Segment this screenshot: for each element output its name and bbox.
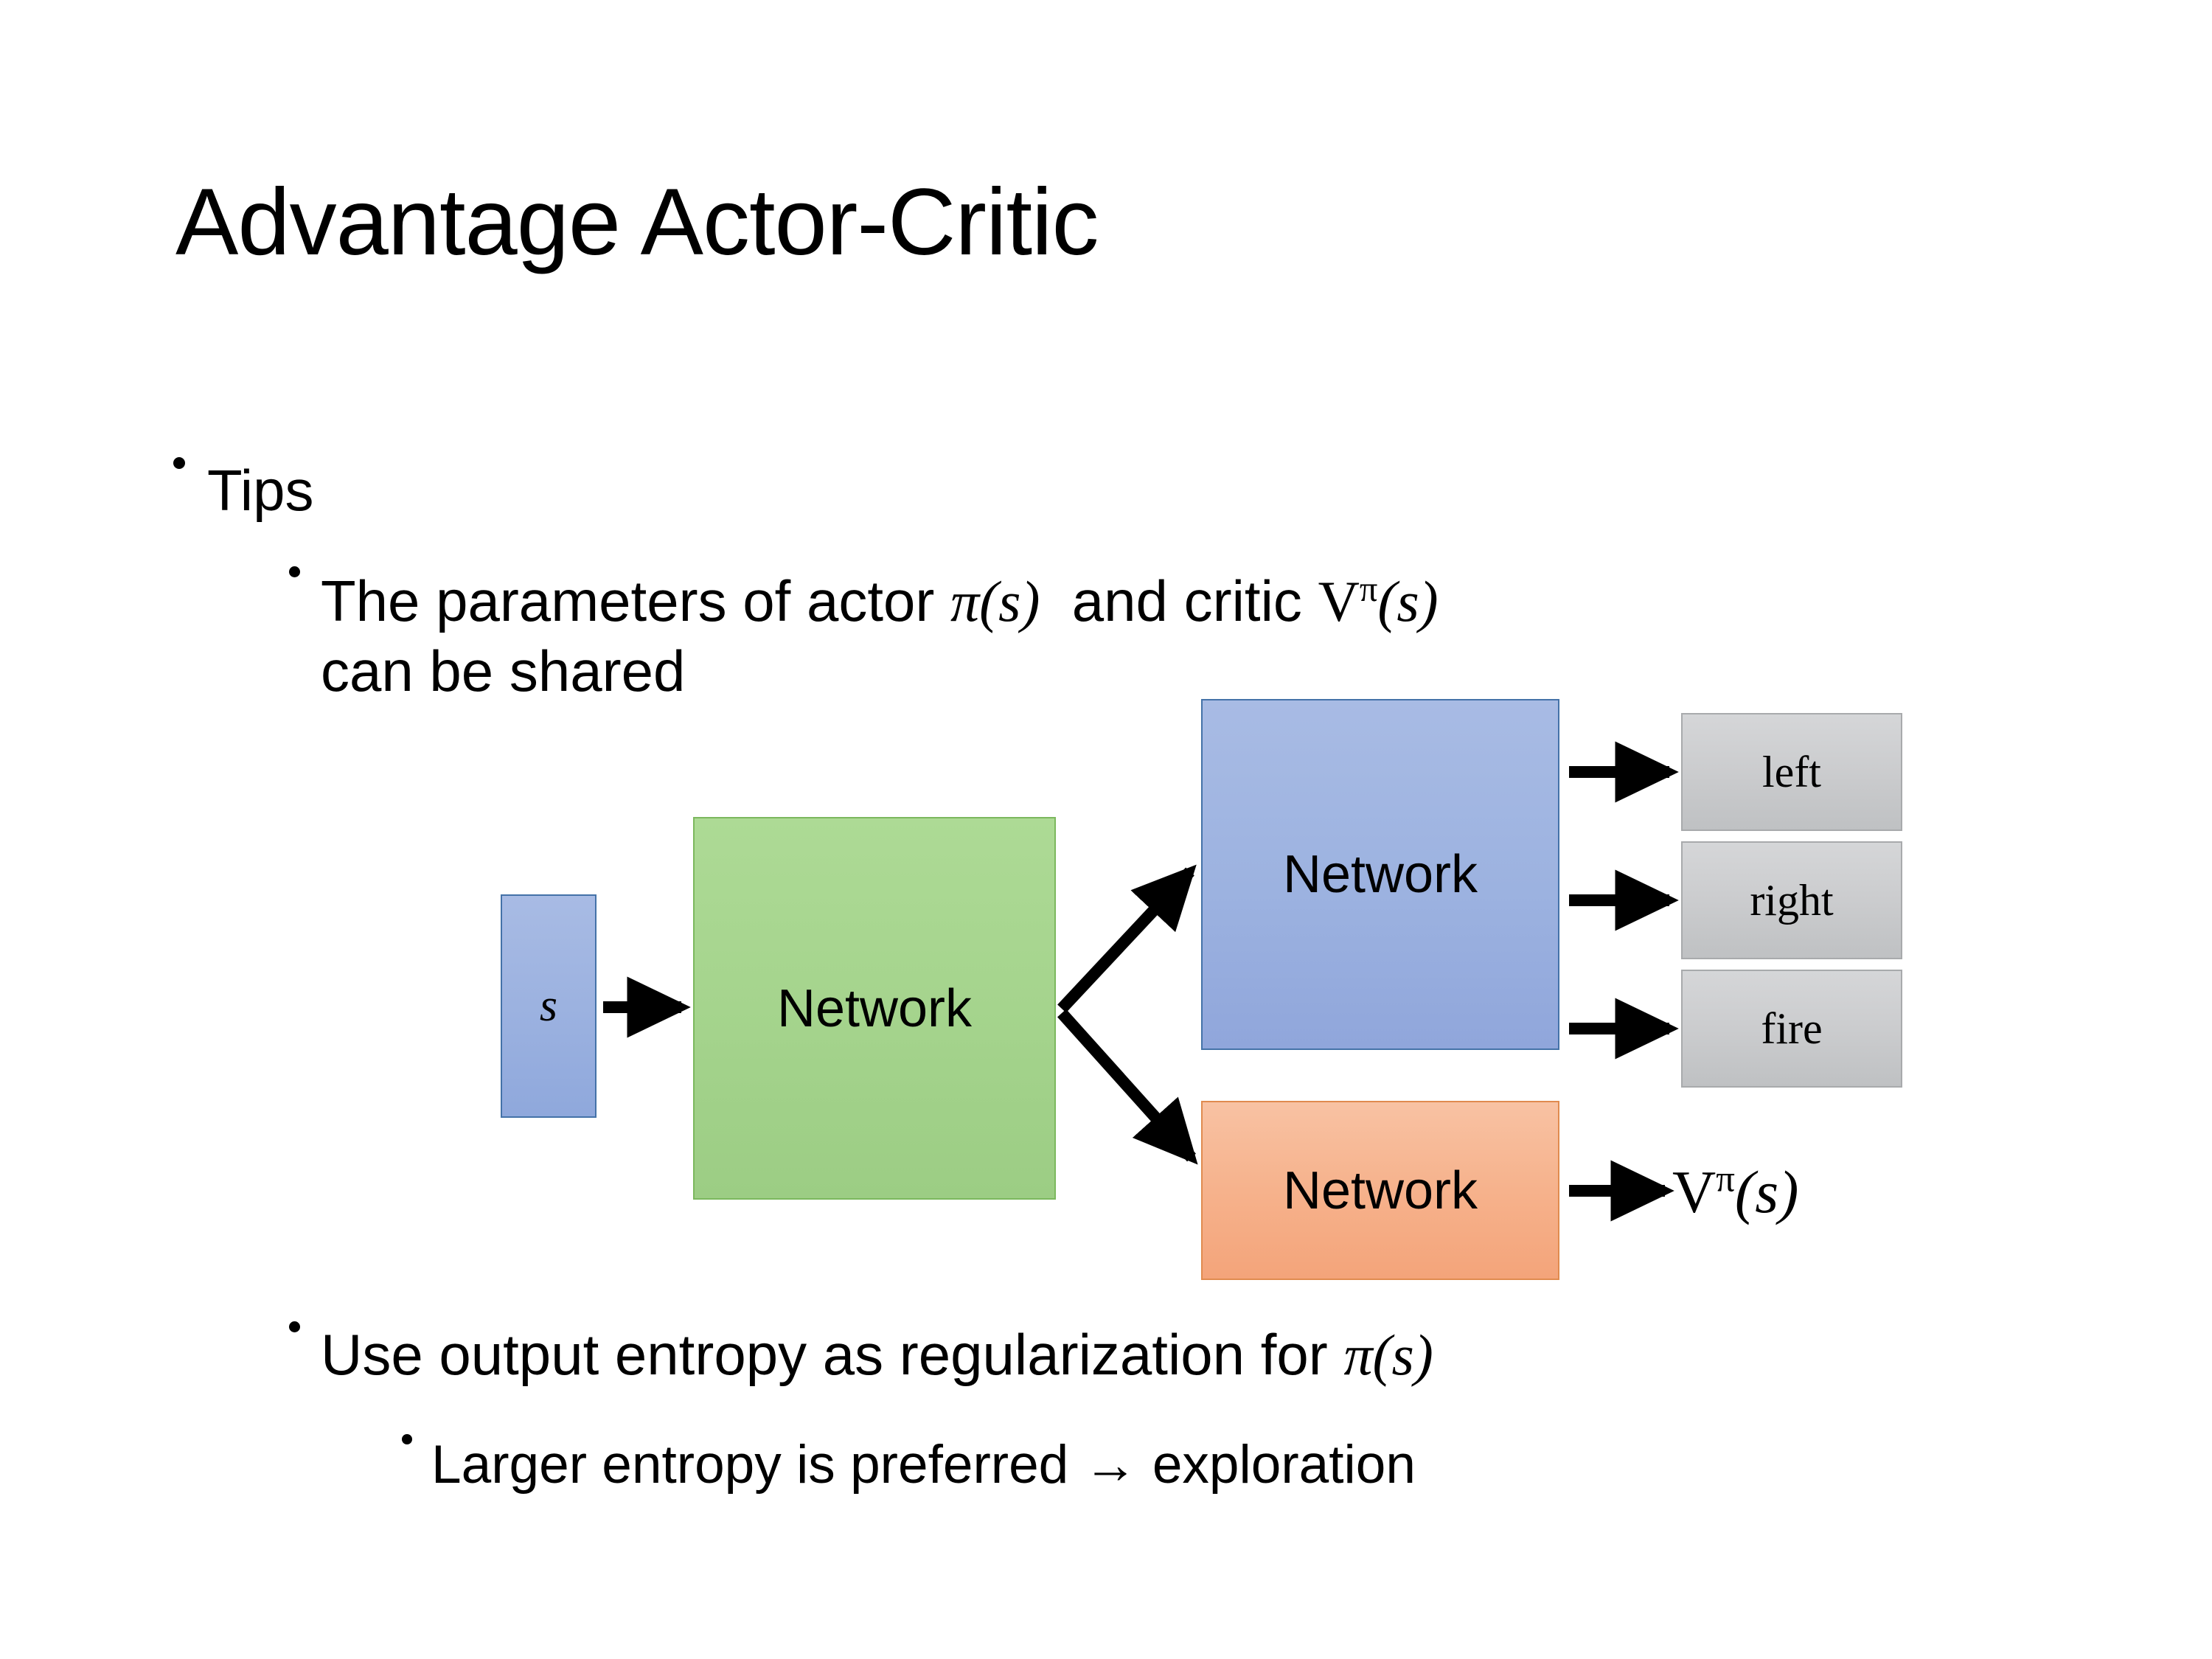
params-line2: can be shared xyxy=(321,639,686,704)
bullet-larger-entropy-label: Larger entropy is preferred → exploratio… xyxy=(431,1435,1416,1495)
shared-network-label: Network xyxy=(776,978,973,1038)
v-superscript-pi: π xyxy=(1359,570,1378,609)
state-input-box[interactable]: s xyxy=(501,894,597,1118)
critic-network-label: Network xyxy=(1282,1161,1478,1220)
bullet-larger-entropy: Larger entropy is preferred → exploratio… xyxy=(402,1434,1416,1495)
bullet-entropy-regularization: Use output entropy as regularization for… xyxy=(289,1321,1433,1388)
value-function-output: Vπ(s) xyxy=(1672,1158,1798,1227)
v-symbol: V xyxy=(1672,1158,1717,1225)
params-text-a: The parameters of actor xyxy=(321,568,951,633)
action-label: right xyxy=(1750,875,1834,925)
bullet-shared-parameters: The parameters of actor π(s) and critic … xyxy=(289,566,2059,706)
paren-s-1: (s) xyxy=(979,569,1040,633)
shared-network-box[interactable]: Network xyxy=(693,817,1056,1200)
arrow-shared-to-critic xyxy=(1057,1009,1198,1165)
bullet-shared-parameters-label: The parameters of actor π(s) and critic … xyxy=(321,566,1439,706)
params-text-b: and critic xyxy=(1040,568,1318,633)
v-symbol: V xyxy=(1318,569,1360,633)
arrow-shared-to-actor xyxy=(1057,864,1197,1013)
entropy-text: Use output entropy as regularization for xyxy=(321,1322,1344,1387)
page-title: Advantage Actor-Critic xyxy=(175,170,1099,275)
paren-s: (s) xyxy=(1734,1158,1799,1225)
action-label: fire xyxy=(1761,1004,1823,1053)
pi-symbol: π xyxy=(950,569,980,633)
action-label: left xyxy=(1762,747,1821,796)
v-superscript-pi: π xyxy=(1716,1158,1735,1200)
bullet-tips: Tips xyxy=(173,457,313,524)
bullet-entropy-label: Use output entropy as regularization for… xyxy=(321,1321,1433,1388)
actor-network-box[interactable]: Network xyxy=(1201,699,1559,1050)
action-box-fire[interactable]: fire xyxy=(1681,970,1902,1088)
paren-s: (s) xyxy=(1372,1323,1433,1387)
pi-symbol: π xyxy=(1343,1323,1373,1387)
critic-network-box[interactable]: Network xyxy=(1201,1101,1559,1280)
action-box-left[interactable]: left xyxy=(1681,713,1902,831)
bullet-tips-label: Tips xyxy=(207,458,314,523)
paren-s-2: (s) xyxy=(1377,569,1439,633)
action-box-right[interactable]: right xyxy=(1681,841,1902,959)
actor-network-label: Network xyxy=(1282,845,1478,904)
state-label: s xyxy=(539,981,558,1031)
